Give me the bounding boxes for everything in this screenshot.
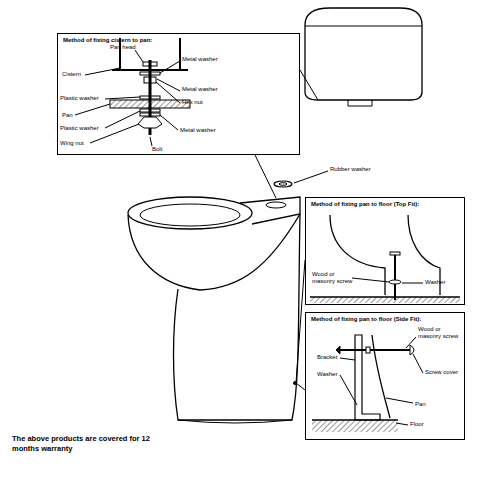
part-label: Metal washer [182,56,218,63]
inset-title: Method of fixing pan to floor (Top Fit): [306,198,464,208]
inset-box: Method of fixing pan to floor (Top Fit): [305,197,465,305]
part-label: Pan [62,112,73,119]
part-label: Floor [410,421,424,428]
part-label: Screw cover [425,369,459,376]
part-label: Wing nut [60,140,84,147]
warranty-note: The above products are covered for 12 mo… [12,434,162,454]
part-label: Cistern [62,71,81,78]
part-label: Plastic washer [60,125,99,132]
part-label: Washer [425,279,445,286]
part-label: Wood or masonry screw [418,326,460,340]
inset-title: Method of fixing cistern to pan: [58,34,299,44]
part-label: Pan [415,401,426,408]
inset-box: Method of fixing cistern to pan: [57,33,300,155]
part-label: Metal washer [180,127,216,134]
part-label: Metal washer [182,86,218,93]
part-label: Rubber washer [330,166,371,173]
part-label: Bolt [152,146,162,153]
inset-title: Method of fixing pan to floor (Side Fit)… [306,313,464,323]
part-label: Wood or masonry screw [312,271,354,285]
part-label: Plastic washer [60,95,99,102]
part-label: Hex nut [182,99,203,106]
part-label: Washer [317,371,337,378]
part-label: Pan head [110,44,136,51]
part-label: Bracket [317,354,337,361]
